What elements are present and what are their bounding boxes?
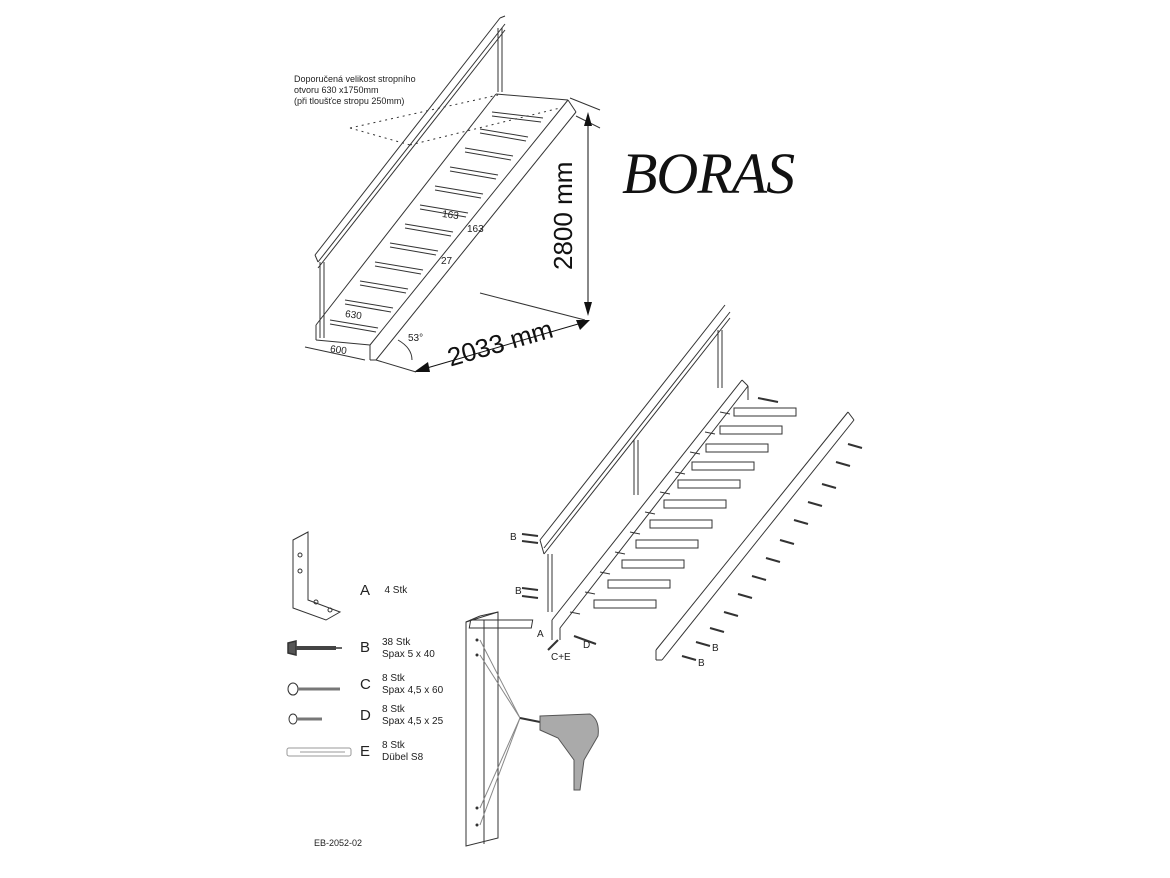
screw-b-icon [287, 640, 342, 656]
post-drilling-illustration [465, 611, 599, 847]
part-a: A 4 Stk [360, 582, 407, 600]
part-b-qty: 38 Stk [382, 637, 411, 648]
part-d: D 8 Stk Spax 4,5 x 25 [360, 704, 444, 728]
document-code: EB-2052-02 [314, 838, 363, 848]
height-dimension: 2800 mm [548, 161, 578, 270]
part-b-spec: Spax 5 x 40 [382, 649, 435, 660]
label-b-stringer-2: B [698, 658, 705, 669]
ceiling-opening-note: Doporučená velikost stropního otvoru 630… [294, 74, 416, 107]
tread-depth-dimension-2: 163 [467, 224, 484, 235]
part-c-spec: Spax 4,5 x 60 [382, 685, 444, 696]
label-a-bracket: A [537, 629, 544, 640]
bracket-a-icon [292, 531, 342, 621]
part-b-letter: B [360, 639, 371, 656]
screw-d-icon [288, 713, 322, 725]
note-line-1: Doporučená velikost stropního [294, 74, 416, 84]
note-line-3: (při tloušťce stropu 250mm) [294, 96, 405, 106]
part-a-letter: A [360, 582, 371, 599]
label-ce: C+E [551, 652, 571, 663]
label-b-handrail: B [510, 532, 517, 543]
part-b: B 38 Stk Spax 5 x 40 [360, 637, 435, 661]
part-d-qty: 8 Stk [382, 704, 405, 715]
stair-exploded-illustration [468, 304, 863, 661]
part-e-qty: 8 Stk [382, 740, 405, 751]
tread-thickness-dimension: 27 [441, 256, 453, 267]
screw-c-icon [287, 682, 340, 696]
product-title: BORAS [622, 141, 795, 206]
part-c-qty: 8 Stk [382, 673, 405, 684]
label-b-post: B [515, 586, 522, 597]
part-c-letter: C [360, 676, 371, 693]
part-e-spec: Dübel S8 [382, 752, 424, 763]
label-d: D [583, 640, 591, 651]
note-line-2: otvoru 630 x1750mm [294, 85, 379, 95]
dowel-e-icon [286, 747, 352, 757]
stair-width-dimension: 600 [329, 343, 348, 358]
stair-assembled-illustration [304, 15, 601, 373]
part-e-letter: E [360, 743, 371, 760]
label-b-stringer-1: B [712, 643, 719, 654]
tread-width-dimension: 630 [344, 308, 363, 323]
part-c: C 8 Stk Spax 4,5 x 60 [360, 673, 444, 697]
part-d-spec: Spax 4,5 x 25 [382, 716, 444, 727]
tread-depth-dimension-1: 163 [441, 208, 460, 223]
part-a-qty: 4 Stk [384, 585, 408, 596]
part-d-letter: D [360, 707, 371, 724]
angle-dimension: 53° [408, 333, 424, 344]
part-e: E 8 Stk Dübel S8 [360, 740, 424, 764]
